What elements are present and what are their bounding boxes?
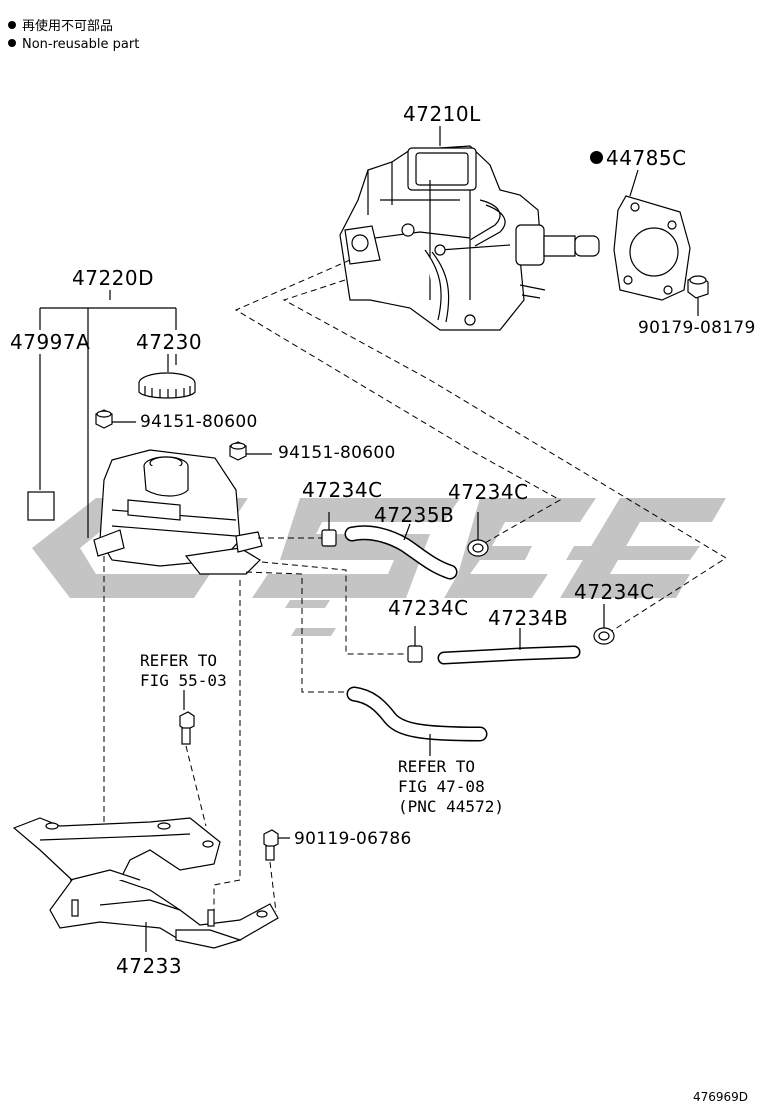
legend-text-en: Non-reusable part <box>22 37 140 52</box>
callout-gasket-text: 44785C <box>606 146 687 170</box>
hose-c <box>348 688 486 740</box>
bullet-icon <box>8 21 16 29</box>
hose-a-leader <box>403 523 411 541</box>
brake-booster-master-cylinder <box>339 145 600 331</box>
refer-fig-47-08: REFER TO FIG 47-08 (PNC 44572) <box>398 757 504 817</box>
legend-non-reusable-cn: 再使用不可部品 <box>8 19 113 35</box>
callout-clip-a: 47234C <box>302 478 383 502</box>
clip-a <box>321 512 337 547</box>
bullet-icon <box>8 39 16 47</box>
callout-grommet-2: 94151-80600 <box>278 443 396 463</box>
refer-55-line-2: FIG 55-03 <box>140 671 227 690</box>
bolt-link <box>269 861 277 913</box>
refer-47-line-3: (PNC 44572) <box>398 797 504 816</box>
refer-fig-55-03: REFER TO FIG 55-03 <box>140 651 227 691</box>
legend-non-reusable-en: Non-reusable part <box>8 37 139 53</box>
callout-hose-a: 47235B <box>374 503 455 527</box>
callout-cap: 47230 <box>136 330 203 354</box>
booster-connection-lines <box>234 259 727 637</box>
reservoir-tank <box>93 449 263 575</box>
hose-a <box>346 526 456 578</box>
gasket <box>613 195 691 301</box>
callout-booster: 47210L <box>403 102 481 126</box>
callout-grommet-1: 94151-80600 <box>140 412 258 432</box>
hose-b <box>439 647 579 663</box>
callout-clip-d: 47234C <box>574 580 655 604</box>
callout-nut: 90179-08179 <box>638 318 756 338</box>
callout-gasket: 44785C <box>590 146 687 170</box>
callout-clip-c: 47234C <box>388 596 469 620</box>
bolt-refer-55 <box>179 690 195 745</box>
reservoir-hose-links <box>103 537 410 915</box>
bolt <box>263 829 290 861</box>
grommet-1 <box>95 409 136 429</box>
refer-55-line-1: REFER TO <box>140 651 218 670</box>
callout-hose-b: 47234B <box>488 606 569 630</box>
callout-reservoir: 47220D <box>72 266 155 290</box>
callout-clip-b: 47234C <box>448 480 529 504</box>
callout-bracket: 47233 <box>116 954 183 978</box>
watermark-logo <box>32 498 726 636</box>
grommet-2 <box>229 441 272 461</box>
bolt-refer-55-link <box>185 745 207 827</box>
nut <box>687 275 709 316</box>
reservoir-bracket <box>12 817 279 949</box>
callout-bolt: 90119-06786 <box>294 829 412 849</box>
refer-47-line-2: FIG 47-08 <box>398 777 485 796</box>
reservoir-cap <box>138 372 196 399</box>
clip-c <box>407 626 423 663</box>
clip-d <box>593 604 615 645</box>
figure-id: 476969D <box>692 1090 748 1104</box>
non-reusable-bullet-icon <box>590 151 603 164</box>
gasket-leader <box>629 169 639 197</box>
clip-b <box>467 512 489 557</box>
reservoir-bracket-lines <box>39 290 177 538</box>
label-sticker <box>27 491 55 521</box>
refer-47-line-1: REFER TO <box>398 757 476 776</box>
legend-text-cn: 再使用不可部品 <box>22 19 114 34</box>
callout-label: 47997A <box>10 330 91 354</box>
